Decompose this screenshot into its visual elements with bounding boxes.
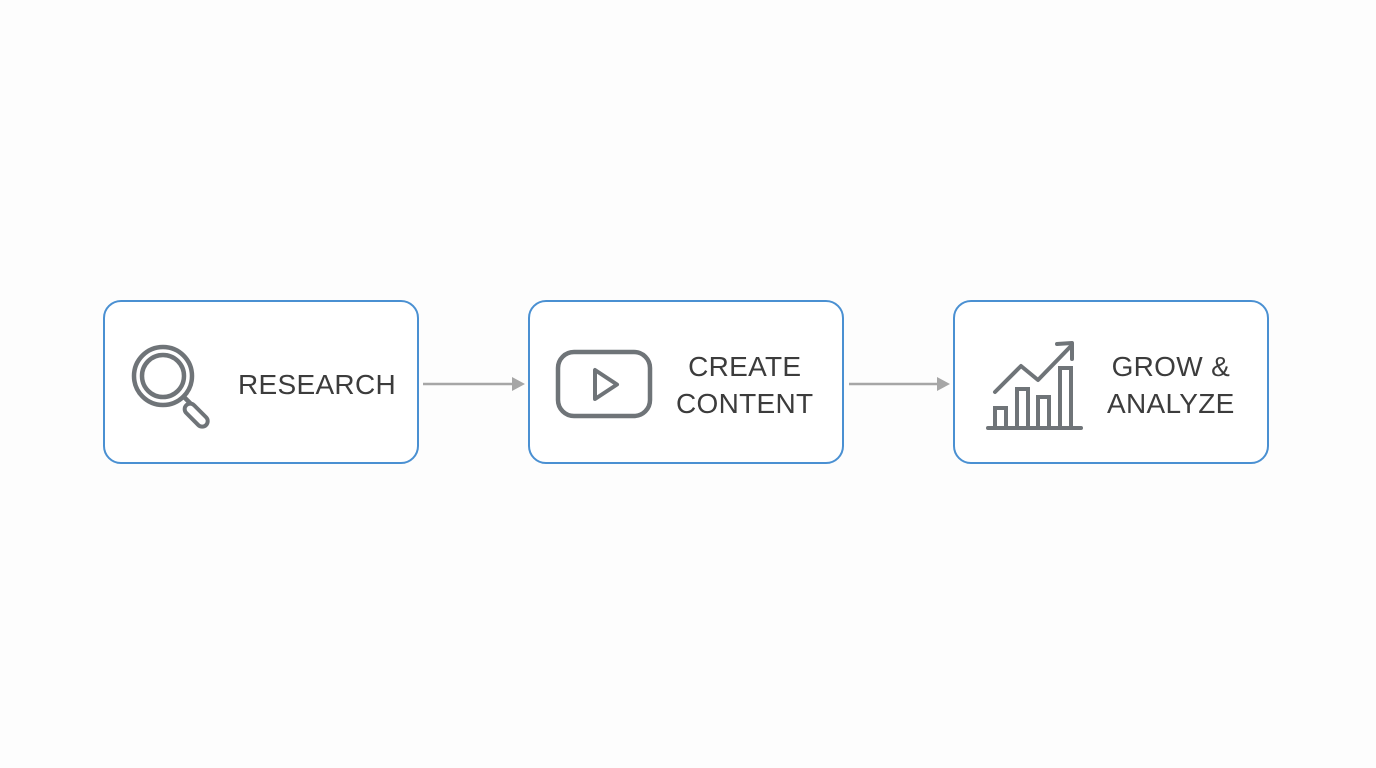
flow-arrow [423,377,525,391]
video-play-icon [555,349,653,419]
step-create-content: CREATE CONTENT [528,300,844,464]
step-label: RESEARCH [238,366,396,403]
step-label-line: ANALYZE [1107,388,1235,419]
step-label: GROW & ANALYZE [1107,348,1235,422]
magnifier-icon [131,344,210,429]
step-label-line: CONTENT [676,388,814,419]
flow-arrow [849,377,950,391]
step-grow-analyze: GROW & ANALYZE [953,300,1269,464]
growth-chart-icon [986,341,1083,430]
step-label: CREATE CONTENT [676,348,813,422]
step-label-line: GROW & [1111,351,1231,382]
step-label-line: CREATE [688,351,802,382]
step-label-line: RESEARCH [238,369,396,400]
step-research: RESEARCH [103,300,419,464]
